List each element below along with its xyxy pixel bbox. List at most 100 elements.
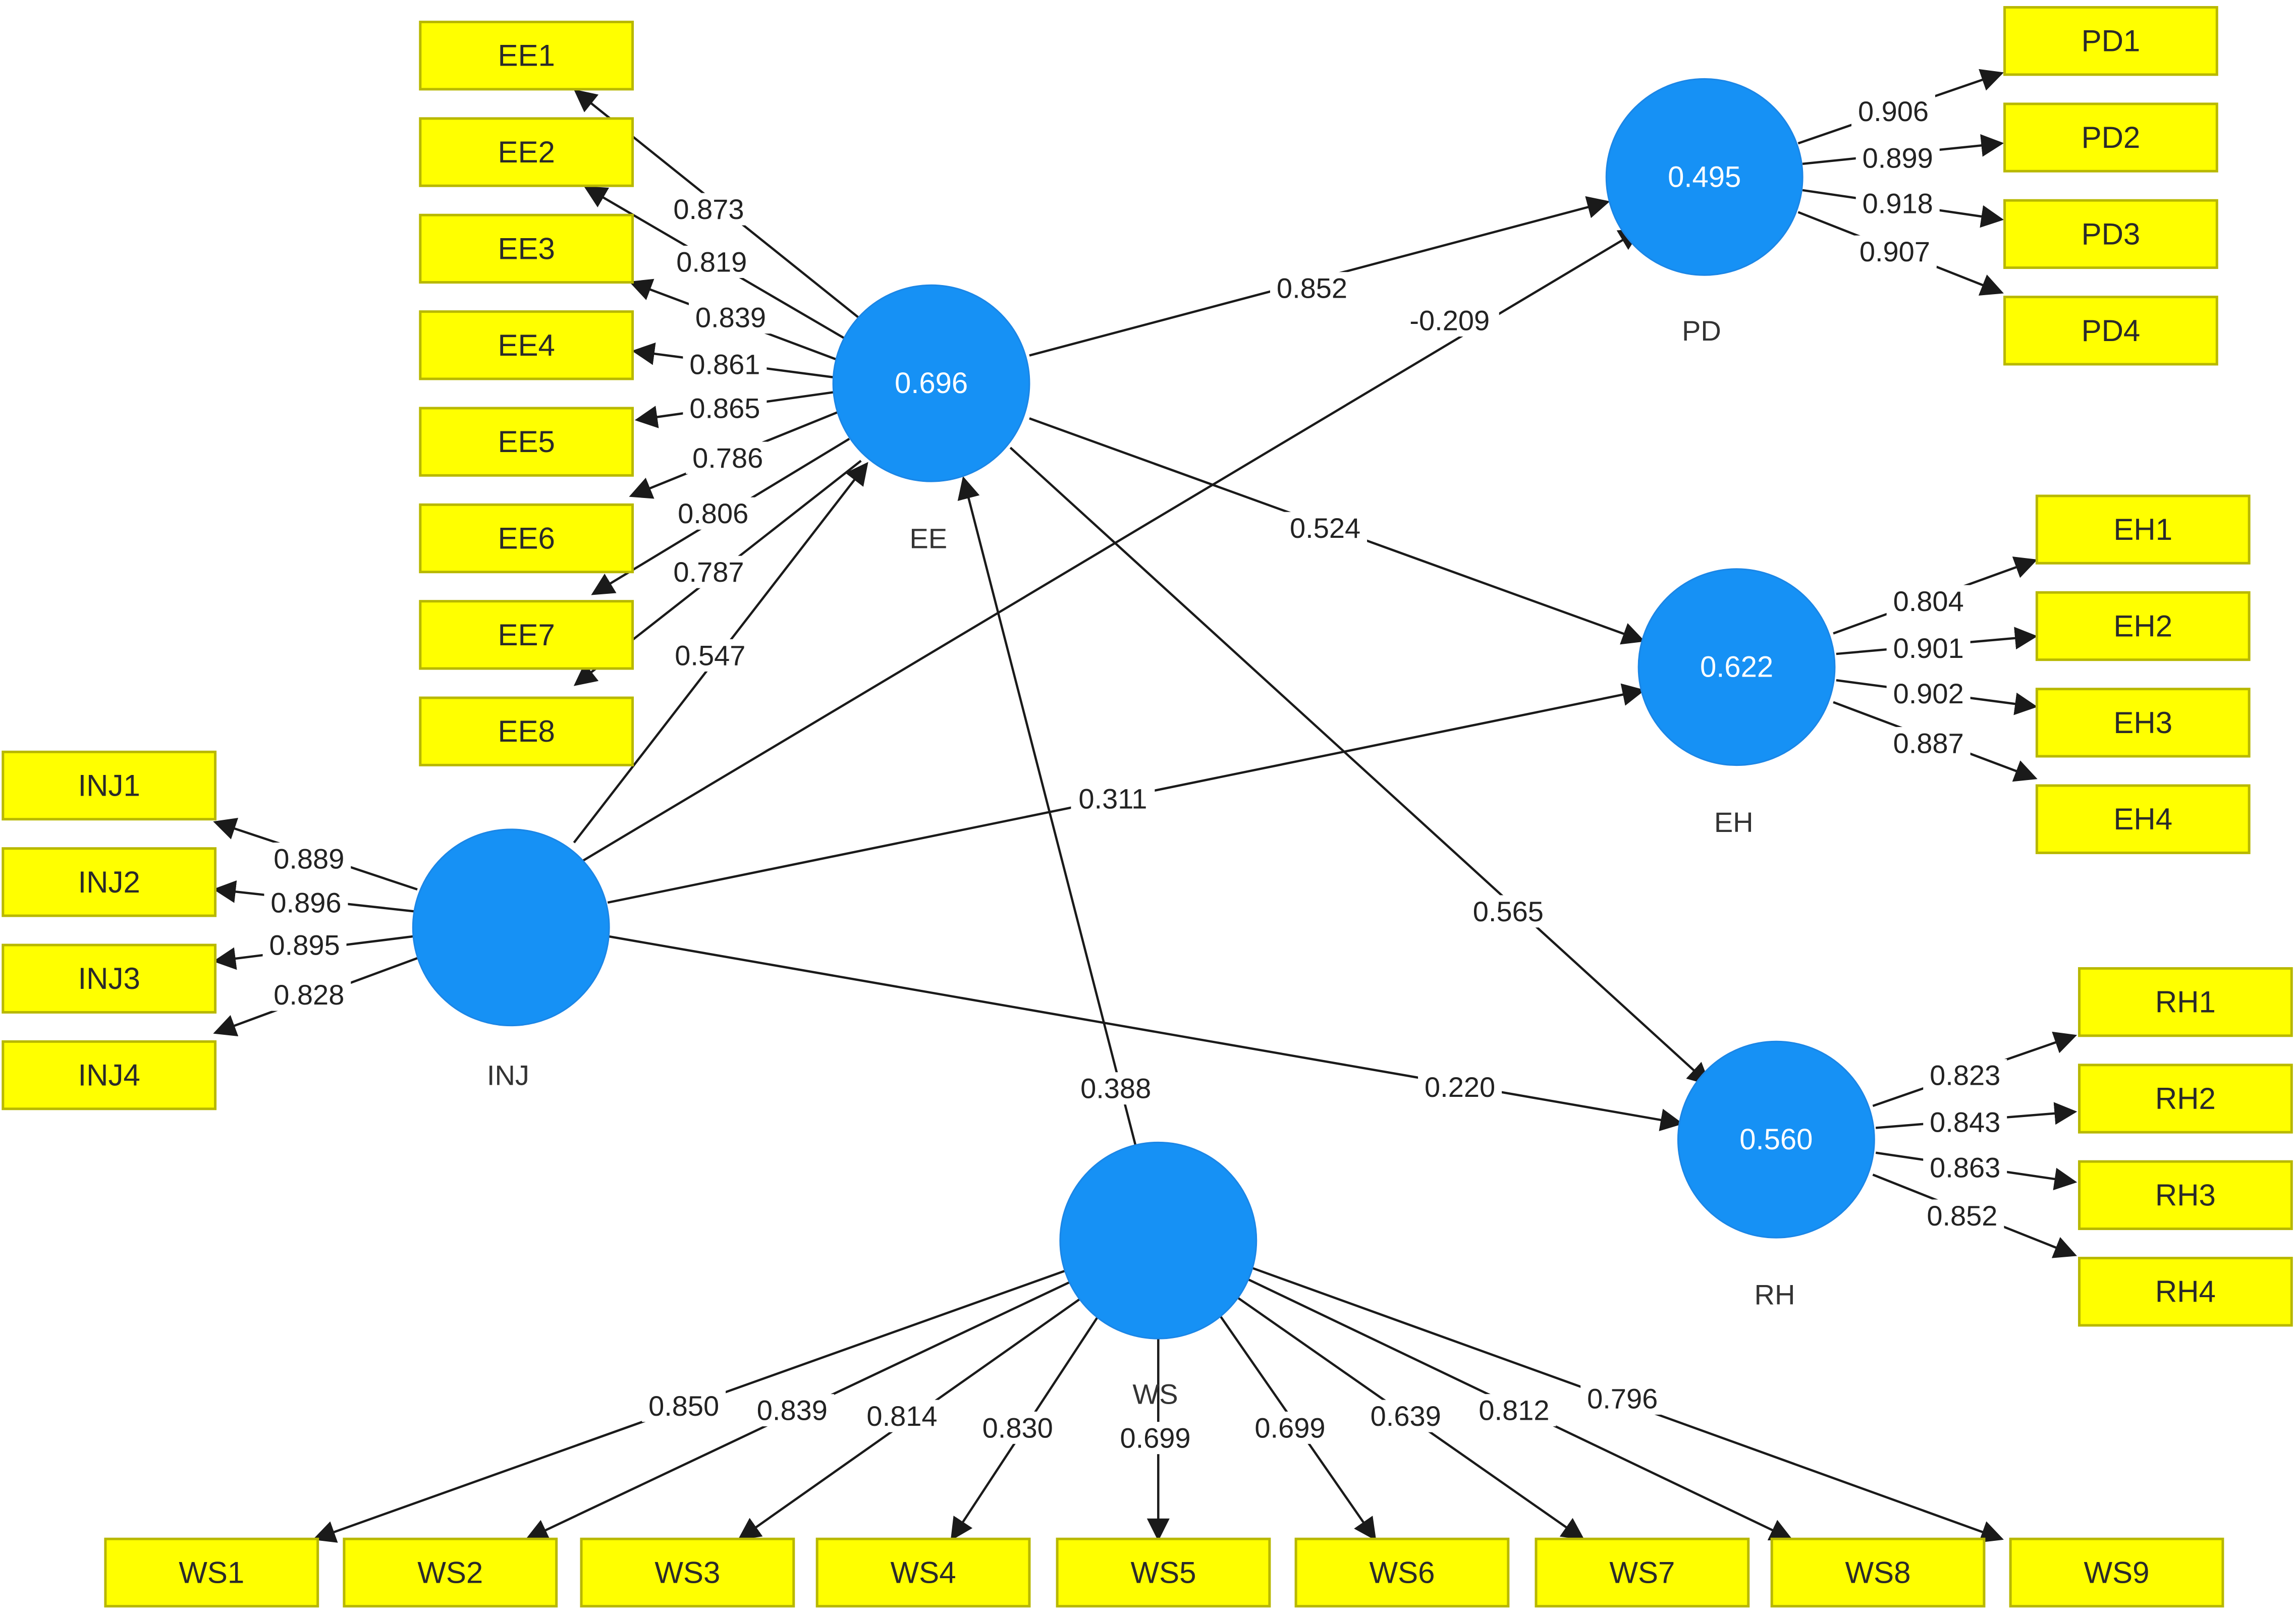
- indicator-box: [1535, 1537, 1750, 1608]
- loading-rh1-value-bg: [1923, 1059, 2007, 1092]
- loading-inj3-value: 0.895: [262, 929, 347, 962]
- loading-eh3-value: 0.902: [1886, 677, 1971, 710]
- indicator-label: EH2: [2113, 609, 2172, 643]
- indicator-label: INJ4: [78, 1059, 140, 1092]
- indicator-ee2[interactable]: EE2: [419, 117, 634, 187]
- indicator-label: EE1: [498, 39, 555, 73]
- loading-eh2-value-text: 0.901: [1893, 632, 1964, 664]
- indicator-rh4[interactable]: RH4: [2078, 1257, 2293, 1327]
- loading-eh4-value-bg: [1886, 727, 1971, 759]
- indicator-ws8[interactable]: WS8: [1770, 1537, 1986, 1608]
- loading-pd2-value-text: 0.899: [1863, 142, 1933, 174]
- loading-ee7-value-text: 0.806: [678, 497, 748, 529]
- indicator-pd1[interactable]: PD1: [2003, 6, 2218, 76]
- construct-inj[interactable]: INJ: [412, 828, 610, 1091]
- loading-ee8-value-bg: [667, 555, 751, 588]
- path-ee-to-pd-coefficient-bg: [1270, 272, 1354, 305]
- loading-rh2-value: 0.843: [1923, 1105, 2007, 1138]
- indicator-ee7[interactable]: EE7: [419, 600, 634, 670]
- path-ws-to-ee-coefficient-text: 0.388: [1080, 1073, 1151, 1104]
- loading-pd1-value-text: 0.906: [1858, 95, 1929, 127]
- path-inj-to-eh-coefficient-text: 0.311: [1078, 783, 1147, 815]
- indicator-ee5[interactable]: EE5: [419, 407, 634, 477]
- indicator-label: RH2: [2155, 1082, 2216, 1116]
- indicator-rh1[interactable]: RH1: [2078, 967, 2293, 1037]
- path-ee-to-eh-coefficient-text: 0.524: [1290, 512, 1360, 544]
- indicator-pd2[interactable]: PD2: [2003, 102, 2218, 173]
- indicator-eh4[interactable]: EH4: [2035, 784, 2251, 854]
- loading-eh2-value: 0.901: [1886, 632, 1971, 664]
- indicator-label: RH1: [2155, 985, 2216, 1019]
- indicator-pd3[interactable]: PD3: [2003, 199, 2218, 269]
- indicator-eh1[interactable]: EH1: [2035, 494, 2251, 565]
- indicator-ws9[interactable]: WS9: [2009, 1537, 2224, 1608]
- loading-ee6-value-text: 0.786: [692, 442, 763, 474]
- indicator-label: INJ2: [78, 865, 140, 899]
- indicator-label: EE4: [498, 328, 555, 362]
- indicator-inj4[interactable]: INJ4: [2, 1040, 217, 1110]
- indicator-rh3[interactable]: RH3: [2078, 1160, 2293, 1231]
- indicator-label: EE3: [498, 232, 555, 265]
- indicator-box: [2035, 494, 2251, 565]
- loading-inj1-value: 0.889: [267, 842, 351, 875]
- indicator-ws4[interactable]: WS4: [815, 1537, 1031, 1608]
- indicator-ws2[interactable]: WS2: [343, 1537, 558, 1608]
- indicator-box: [580, 1537, 795, 1608]
- loading-ee4-value: 0.861: [683, 348, 767, 380]
- indicator-box: [419, 600, 634, 670]
- loading-ee1-value: 0.873: [667, 193, 751, 226]
- construct-circle: [1605, 78, 1803, 276]
- loading-eh1-value: 0.804: [1886, 585, 1971, 618]
- indicator-ws7[interactable]: WS7: [1535, 1537, 1750, 1608]
- loading-pd4-value-bg: [1852, 235, 1937, 268]
- path-ee-to-eh-coefficient: 0.524: [1283, 512, 1368, 544]
- indicator-ee6[interactable]: EE6: [419, 503, 634, 574]
- indicator-rh2[interactable]: RH2: [2078, 1064, 2293, 1134]
- path-inj-to-rh-arrow: [607, 935, 1683, 1131]
- indicator-label: INJ3: [78, 962, 140, 995]
- indicator-box: [2035, 784, 2251, 854]
- loading-ee2-value-bg: [670, 246, 754, 279]
- indicator-inj3[interactable]: INJ3: [2, 943, 217, 1014]
- indicator-ws6[interactable]: WS6: [1294, 1537, 1510, 1608]
- indicator-box: [2078, 1160, 2293, 1231]
- loading-ee4-value-text: 0.861: [689, 348, 760, 380]
- indicator-eh3[interactable]: EH3: [2035, 688, 2251, 758]
- construct-circle: [412, 828, 610, 1027]
- loading-ee3-value: 0.839: [688, 301, 773, 334]
- loading-inj3-value-text: 0.895: [269, 929, 340, 961]
- indicator-ws3[interactable]: WS3: [580, 1537, 795, 1608]
- loading-inj1-value-bg: [267, 842, 351, 875]
- indicator-inj1[interactable]: INJ1: [2, 750, 217, 821]
- loading-rh4-value: 0.852: [1920, 1199, 2004, 1232]
- indicator-ee1[interactable]: EE1: [419, 20, 634, 91]
- indicator-eh2[interactable]: EH2: [2035, 591, 2251, 661]
- path-inj-to-pd-coefficient-bg: [1400, 304, 1499, 337]
- loading-ws5-value: 0.699: [1113, 1422, 1197, 1455]
- loading-inj2-value-bg: [264, 886, 348, 919]
- indicator-ee3[interactable]: EE3: [419, 213, 634, 284]
- loading-rh3-value: 0.863: [1923, 1151, 2007, 1184]
- indicator-ee4[interactable]: EE4: [419, 310, 634, 380]
- construct-label: EH: [1714, 806, 1754, 838]
- indicator-ws1[interactable]: WS1: [104, 1537, 319, 1608]
- loading-ws3-value: 0.814: [860, 1400, 944, 1432]
- indicator-ws5[interactable]: WS5: [1056, 1537, 1271, 1608]
- loading-ee5-value-bg: [683, 392, 767, 424]
- indicator-pd4[interactable]: PD4: [2003, 296, 2218, 366]
- indicator-ee8[interactable]: EE8: [419, 696, 634, 766]
- loading-inj4-value-text: 0.828: [274, 979, 344, 1011]
- indicator-label: WS8: [1845, 1555, 1911, 1589]
- indicator-box: [104, 1537, 319, 1608]
- loading-pd4-value: 0.907: [1852, 235, 1937, 268]
- indicator-inj2[interactable]: INJ2: [2, 847, 217, 917]
- path-ee-to-eh-coefficient-bg: [1283, 512, 1368, 544]
- construct-label: INJ: [487, 1060, 529, 1091]
- construct-ws[interactable]: WS: [1059, 1141, 1258, 1410]
- indicator-label: WS4: [891, 1555, 956, 1589]
